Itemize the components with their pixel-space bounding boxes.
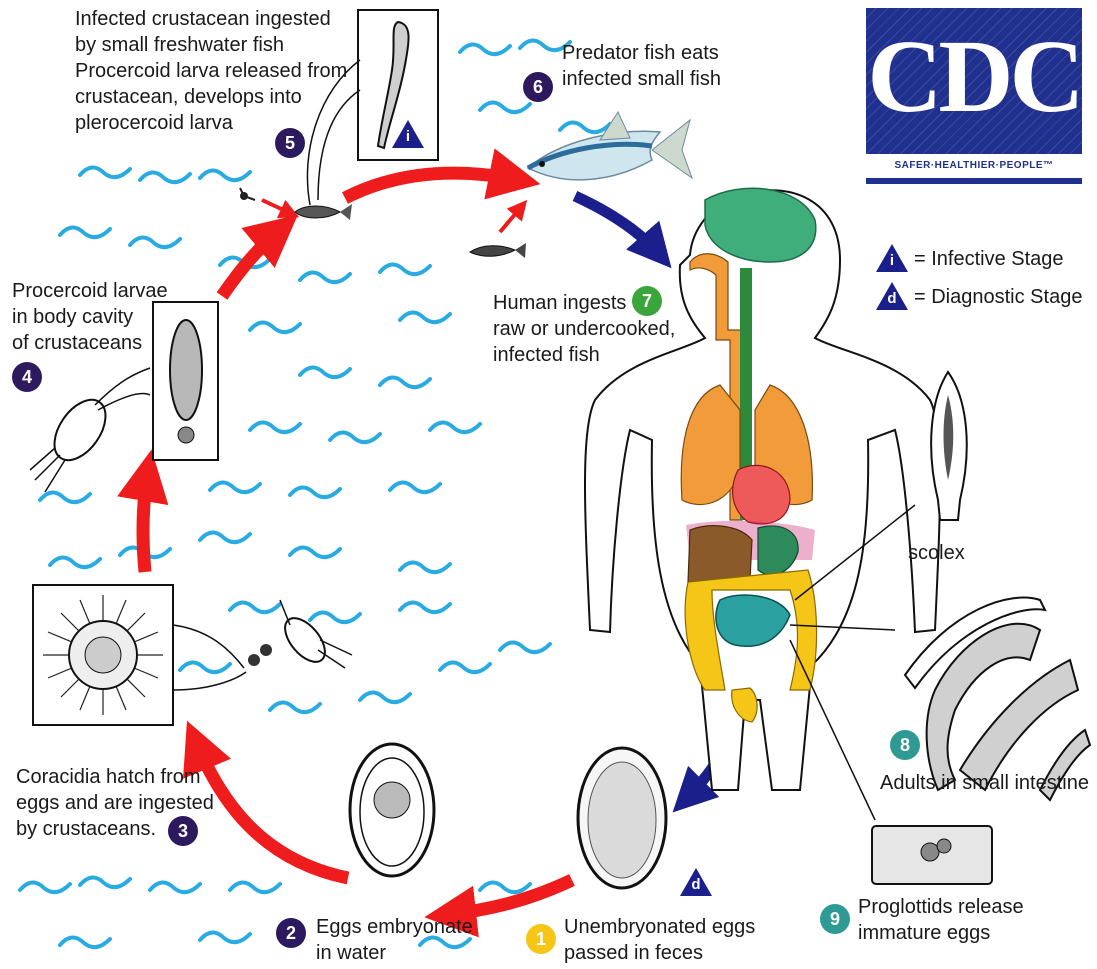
step-1-text: Unembryonated eggs passed in feces	[564, 914, 755, 966]
coracidium	[33, 585, 352, 725]
step-2-text: Eggs embryonate in water	[316, 914, 473, 966]
small-fish	[240, 188, 352, 220]
infective-stage-marker: i	[392, 120, 424, 148]
arrow-6-to-7	[575, 196, 660, 255]
step-4-badge: 4	[12, 362, 42, 392]
step-5-badge: 5	[275, 128, 305, 158]
step-2-badge: 2	[276, 918, 306, 948]
legend-diagnostic-label: = Diagnostic Stage	[914, 284, 1082, 310]
arrow-1-to-2	[445, 880, 572, 915]
logo-mark: CDC	[866, 22, 1082, 132]
logo-tagline: SAFER·HEALTHIER·PEOPLE™	[866, 154, 1082, 178]
step-1-badge: 1	[526, 924, 556, 954]
arrow-2-to-3	[195, 740, 348, 878]
arrow-small-5	[262, 200, 292, 214]
step-8-badge: 8	[890, 730, 920, 760]
cdc-logo: CDC SAFER·HEALTHIER·PEOPLE™	[866, 8, 1082, 184]
step-9-badge: 9	[820, 904, 850, 934]
infective-stage-icon: i	[876, 244, 908, 272]
step-8-text: Adults in small intestine	[880, 770, 1089, 796]
scolex-drawing	[931, 372, 967, 520]
legend-infective-label: = Infective Stage	[914, 246, 1064, 272]
scolex-label: scolex	[908, 540, 965, 566]
step-5-text: Infected crustacean ingested by small fr…	[75, 6, 347, 136]
diagnostic-stage-marker: d	[680, 868, 712, 896]
step-3-badge: 3	[168, 816, 198, 846]
unembryonated-egg	[578, 748, 666, 888]
step-7-badge: 7	[632, 286, 662, 316]
step-6-badge: 6	[523, 72, 553, 102]
embryonated-egg	[350, 744, 434, 876]
step-6-text: Predator fish eats infected small fish	[562, 40, 721, 92]
arrow-4-to-5	[222, 228, 282, 296]
step-4-text: Procercoid larvae in body cavity of crus…	[12, 278, 168, 356]
proglottid	[872, 826, 992, 884]
copepod-crustacean	[30, 368, 150, 492]
arrow-3-to-4	[143, 470, 148, 572]
step-9-text: Proglottids release immature eggs	[858, 894, 1024, 946]
arrow-5-to-6	[345, 173, 520, 198]
predator-fish	[470, 112, 692, 258]
diagnostic-stage-icon: d	[876, 282, 908, 310]
arrow-small-6	[500, 206, 522, 232]
